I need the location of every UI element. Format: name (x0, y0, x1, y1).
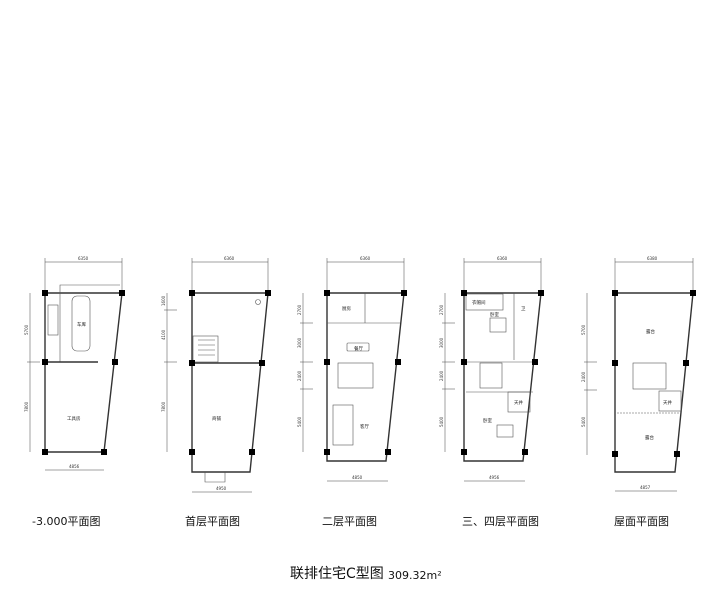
plan-caption: 屋面平面图 (614, 515, 669, 528)
plan-caption: -3.000平面图 (32, 515, 100, 528)
side-dimension: 2700 (439, 304, 444, 315)
top-dimension: 6380 (647, 256, 658, 261)
side-dimension: 7800 (161, 401, 166, 412)
plan-ground-floor: 6360 1600 4100 7800 商铺 4950 首层平面图 (161, 256, 271, 528)
plan-caption: 首层平面图 (185, 514, 240, 528)
bottom-dimension: 4850 (352, 475, 363, 480)
plan-caption: 二层平面图 (322, 515, 377, 528)
plan-second-floor: 6360 2700 3000 2400 5400 厨房 餐厅 客厅 4850 二… (297, 256, 407, 528)
room-label: 卧室 (483, 417, 492, 424)
bottom-dimension: 4950 (216, 486, 227, 491)
room-label: 卫 (521, 306, 526, 312)
room-label: 商铺 (212, 415, 221, 422)
top-dimension: 6350 (78, 256, 89, 261)
bottom-dimension: 4956 (489, 475, 500, 480)
room-label: 卧室 (490, 311, 499, 318)
bottom-dimension: 4857 (640, 485, 651, 490)
side-dimension: 5700 (24, 324, 29, 335)
sheet-title: 联排住宅C型图 (290, 566, 384, 582)
room-label: 厨房 (342, 305, 351, 312)
side-dimension: 5700 (581, 324, 586, 335)
side-dimension: 2400 (297, 370, 302, 381)
top-dimension: 6360 (360, 256, 371, 261)
plan-roof: 6380 5700 2400 5400 露台 天井 露台 4857 屋面平面图 (581, 256, 696, 528)
room-label: 餐厅 (354, 345, 363, 352)
room-label: 衣帽间 (472, 299, 486, 306)
top-dimension: 6360 (497, 256, 508, 261)
side-dimension: 5400 (581, 416, 586, 427)
bottom-dimension: 4856 (69, 464, 80, 469)
room-label: 工具房 (67, 415, 81, 422)
side-dimension: 5400 (439, 416, 444, 427)
room-label: 天井 (663, 399, 672, 406)
side-dimension: 4100 (161, 329, 166, 340)
side-dimension: 2400 (439, 370, 444, 381)
room-label: 客厅 (360, 423, 369, 430)
room-label: 天井 (514, 399, 523, 406)
side-dimension: 7800 (24, 401, 29, 412)
room-label: 车库 (77, 321, 86, 328)
top-dimension: 6360 (224, 256, 235, 261)
total-area: 309.32m² (388, 569, 442, 582)
side-dimension: 2400 (581, 371, 586, 382)
room-label: 露台 (646, 328, 655, 335)
side-dimension: 1600 (161, 295, 166, 306)
plan-basement: 6350 5700 7800 车库 工具房 4856 -3.000平面图 (24, 256, 125, 528)
side-dimension: 3000 (297, 337, 302, 348)
side-dimension: 5400 (297, 416, 302, 427)
plan-third-fourth-floor: 6360 2700 3000 2400 5400 衣帽间 卧室 卫 天井 卧室 … (439, 256, 544, 528)
plan-caption: 三、四层平面图 (462, 515, 539, 528)
side-dimension: 2700 (297, 304, 302, 315)
room-label: 露台 (645, 434, 654, 441)
side-dimension: 3000 (439, 337, 444, 348)
